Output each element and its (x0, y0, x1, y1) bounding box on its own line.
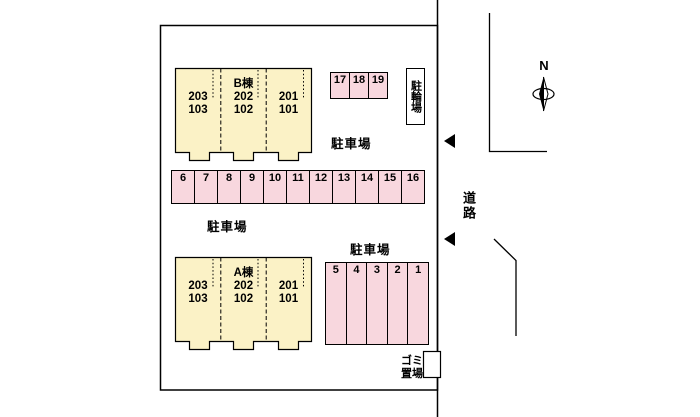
room-number: 201 (278, 280, 299, 292)
road-far-edge-lower-line (493, 238, 517, 336)
bike-space: 18 (350, 72, 369, 99)
road-far-edge-upper-line (488, 13, 547, 153)
room-number: 203 (188, 280, 208, 292)
parking-space: 1 (408, 262, 429, 345)
bike-space: 19 (369, 72, 388, 99)
parking-row-south: 5 4 3 2 1 (325, 262, 429, 345)
parking-label-upper: 駐車場 (331, 137, 372, 151)
garbage-label-line2: 置場 (401, 367, 423, 380)
parking-space: 16 (402, 170, 425, 204)
building-a-unit-right-label: 201 101 (266, 280, 311, 306)
parking-space: 15 (379, 170, 402, 204)
room-number: 203 (188, 91, 208, 103)
building-a-unit-center-label: A棟 202 102 (221, 267, 266, 306)
room-number: 102 (233, 293, 254, 305)
room-number: 202 (233, 280, 254, 292)
parking-space: 11 (287, 170, 310, 204)
compass-needle-dark (539, 77, 544, 111)
road-label: 道路 (461, 191, 476, 221)
parking-space: 7 (195, 170, 218, 204)
parking-space: 8 (218, 170, 241, 204)
bike-parking-label-box: 駐輪場 (406, 68, 425, 125)
compass-ellipse (532, 87, 555, 101)
parking-space: 10 (264, 170, 287, 204)
parking-space: 5 (325, 262, 347, 345)
bike-space: 17 (330, 72, 350, 99)
room-number: 201 (278, 91, 299, 103)
room-number: 102 (233, 104, 254, 116)
parking-space: 14 (356, 170, 379, 204)
parking-space: 6 (171, 170, 195, 204)
building-name: B棟 (233, 78, 254, 90)
room-number: 103 (188, 293, 208, 305)
bike-parking-label: 駐輪場 (409, 80, 422, 113)
building-a-unit-left-label: 203 103 (176, 280, 220, 306)
parking-space: 12 (310, 170, 333, 204)
compass-icon (532, 76, 555, 112)
building-name: A棟 (233, 267, 254, 279)
parking-label-middle: 駐車場 (207, 220, 248, 234)
room-number: 103 (188, 104, 208, 116)
garbage-area-label: ゴミ 置場 (399, 355, 425, 380)
garbage-label-line1: ゴミ (401, 355, 423, 367)
building-b-unit-right-label: 201 101 (266, 91, 311, 117)
parking-space: 9 (241, 170, 264, 204)
garbage-box-outline (422, 350, 442, 379)
parking-space: 13 (333, 170, 356, 204)
bike-parking-row: 17 18 19 (330, 72, 388, 99)
room-number: 202 (233, 91, 254, 103)
building-b-unit-left-label: 203 103 (176, 91, 220, 117)
parking-space: 2 (387, 262, 409, 345)
parking-row-middle: 6 7 8 9 10 11 12 13 14 15 16 (171, 170, 425, 204)
site-entrance-marker-icon (444, 134, 455, 148)
parking-label-lower: 駐車場 (350, 243, 391, 257)
building-b-unit-center-label: B棟 202 102 (221, 78, 266, 117)
building-a-outline (174, 256, 313, 351)
parking-space: 4 (346, 262, 368, 345)
building-b-outline (174, 67, 313, 162)
site-entrance-marker-icon (444, 232, 455, 246)
room-number: 101 (278, 104, 299, 116)
room-number: 101 (278, 293, 299, 305)
compass-north-label: N (539, 58, 549, 73)
compass-needle-light (543, 76, 549, 112)
parking-space: 3 (367, 262, 388, 345)
